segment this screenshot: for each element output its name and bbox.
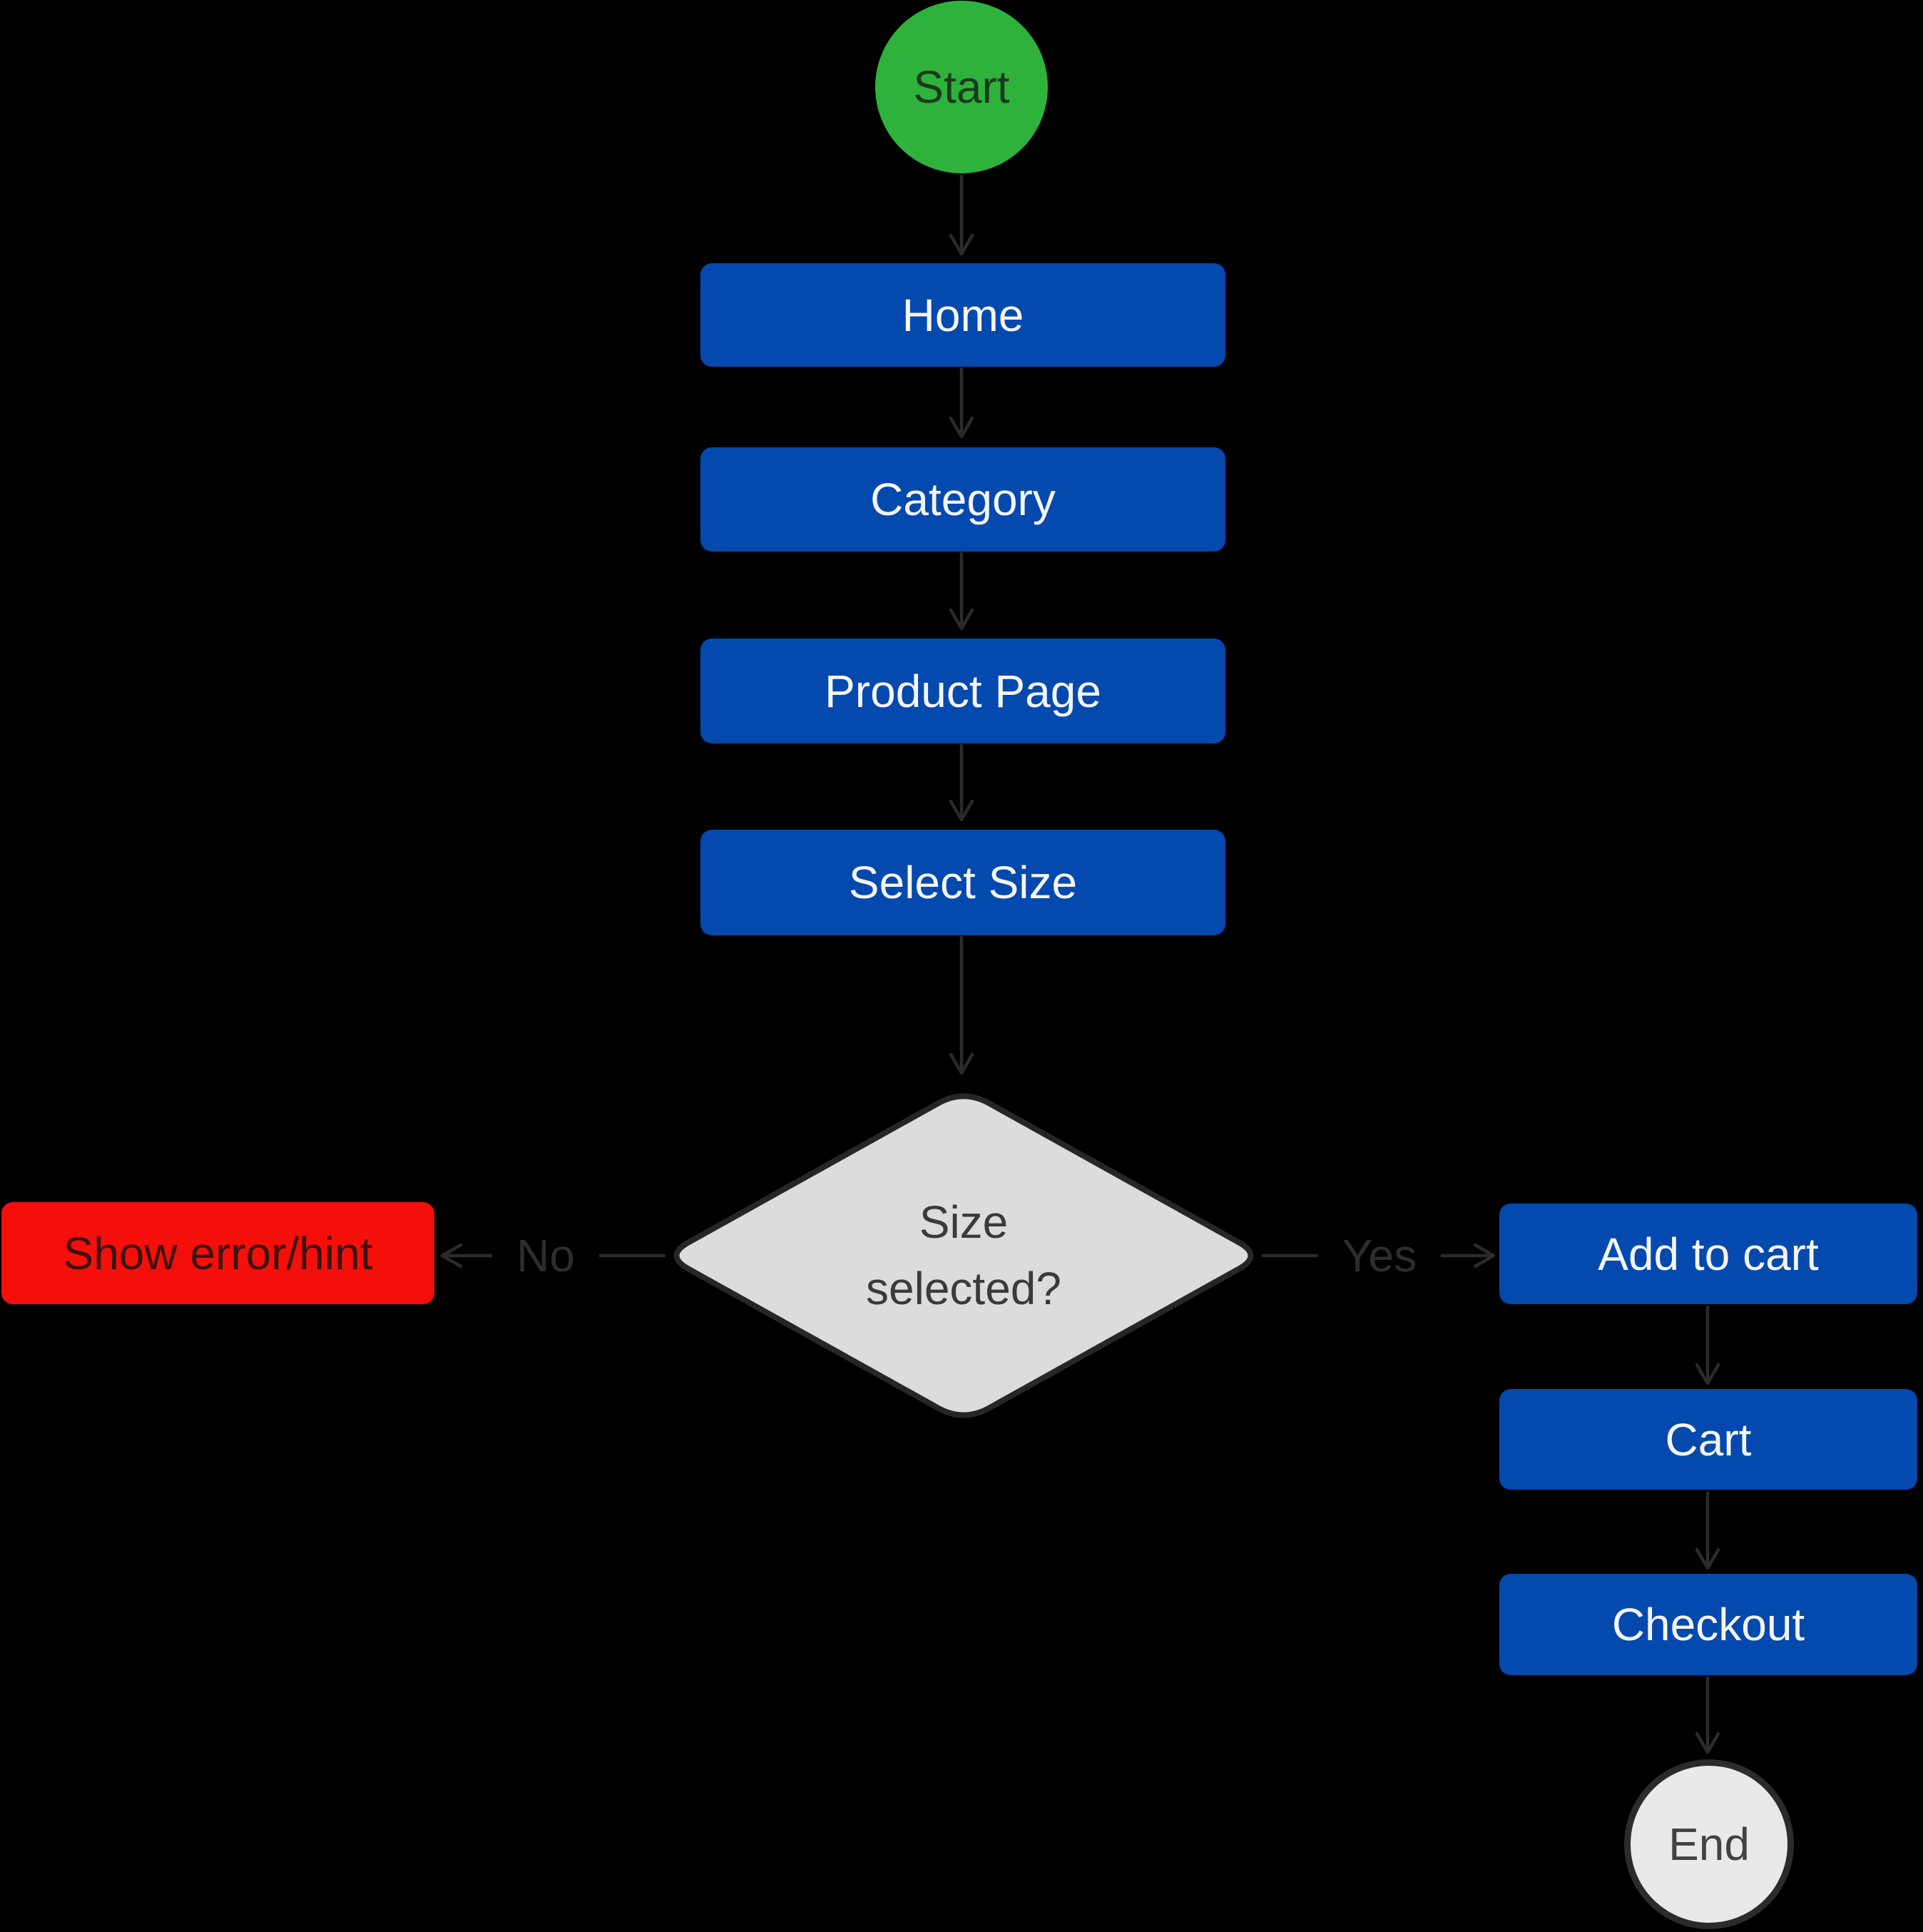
- end-label: End: [1668, 1819, 1750, 1870]
- arrowhead-down-icon: [949, 233, 974, 256]
- node-home: Home: [700, 263, 1225, 367]
- checkout-label: Checkout: [1611, 1599, 1805, 1650]
- arrowhead-down-icon: [949, 608, 974, 631]
- node-decision-label: Size selected?: [750, 1113, 1178, 1398]
- product-page-label: Product Page: [825, 665, 1101, 717]
- edge-start-home: [949, 174, 974, 256]
- arrowhead-down-icon: [1695, 1732, 1720, 1754]
- edge-label-no: No: [492, 1225, 599, 1286]
- arrowhead-down-icon: [1695, 1363, 1720, 1386]
- edge-label-yes: Yes: [1317, 1225, 1442, 1286]
- node-category: Category: [700, 447, 1225, 551]
- arrowhead-left-icon: [440, 1243, 463, 1268]
- select-size-label: Select Size: [848, 857, 1078, 908]
- node-add-to-cart: Add to cart: [1499, 1204, 1917, 1304]
- edge-product-selectsize: [949, 743, 974, 822]
- edge-checkout-end: [1695, 1676, 1720, 1754]
- arrowhead-down-icon: [949, 416, 974, 439]
- edge-home-category: [949, 367, 974, 439]
- node-start: Start: [875, 1, 1048, 173]
- decision-label-line2: selected?: [866, 1263, 1061, 1314]
- edge-selectsize-decision: [949, 935, 974, 1075]
- node-cart: Cart: [1499, 1389, 1917, 1490]
- category-label: Category: [870, 474, 1056, 525]
- arrowhead-down-icon: [1695, 1547, 1720, 1570]
- node-checkout: Checkout: [1499, 1574, 1917, 1675]
- node-end: End: [1624, 1759, 1794, 1929]
- node-select-size: Select Size: [700, 830, 1225, 935]
- home-label: Home: [902, 289, 1024, 341]
- node-show-error-hint: Show error/hint: [1, 1202, 434, 1304]
- edge-addtocart-cart: [1695, 1305, 1720, 1386]
- decision-label-line1: Size: [919, 1196, 1009, 1249]
- add-to-cart-label: Add to cart: [1598, 1228, 1819, 1280]
- node-product-page: Product Page: [700, 639, 1225, 743]
- arrowhead-down-icon: [949, 799, 974, 822]
- show-error-hint-label: Show error/hint: [63, 1227, 373, 1279]
- cart-label: Cart: [1665, 1413, 1752, 1465]
- arrowhead-down-icon: [949, 1052, 974, 1075]
- arrowhead-right-icon: [1473, 1243, 1496, 1268]
- start-label: Start: [913, 61, 1010, 113]
- edge-category-product: [949, 551, 974, 631]
- node-decision-shape: [673, 1093, 1254, 1418]
- edge-cart-checkout: [1695, 1490, 1720, 1570]
